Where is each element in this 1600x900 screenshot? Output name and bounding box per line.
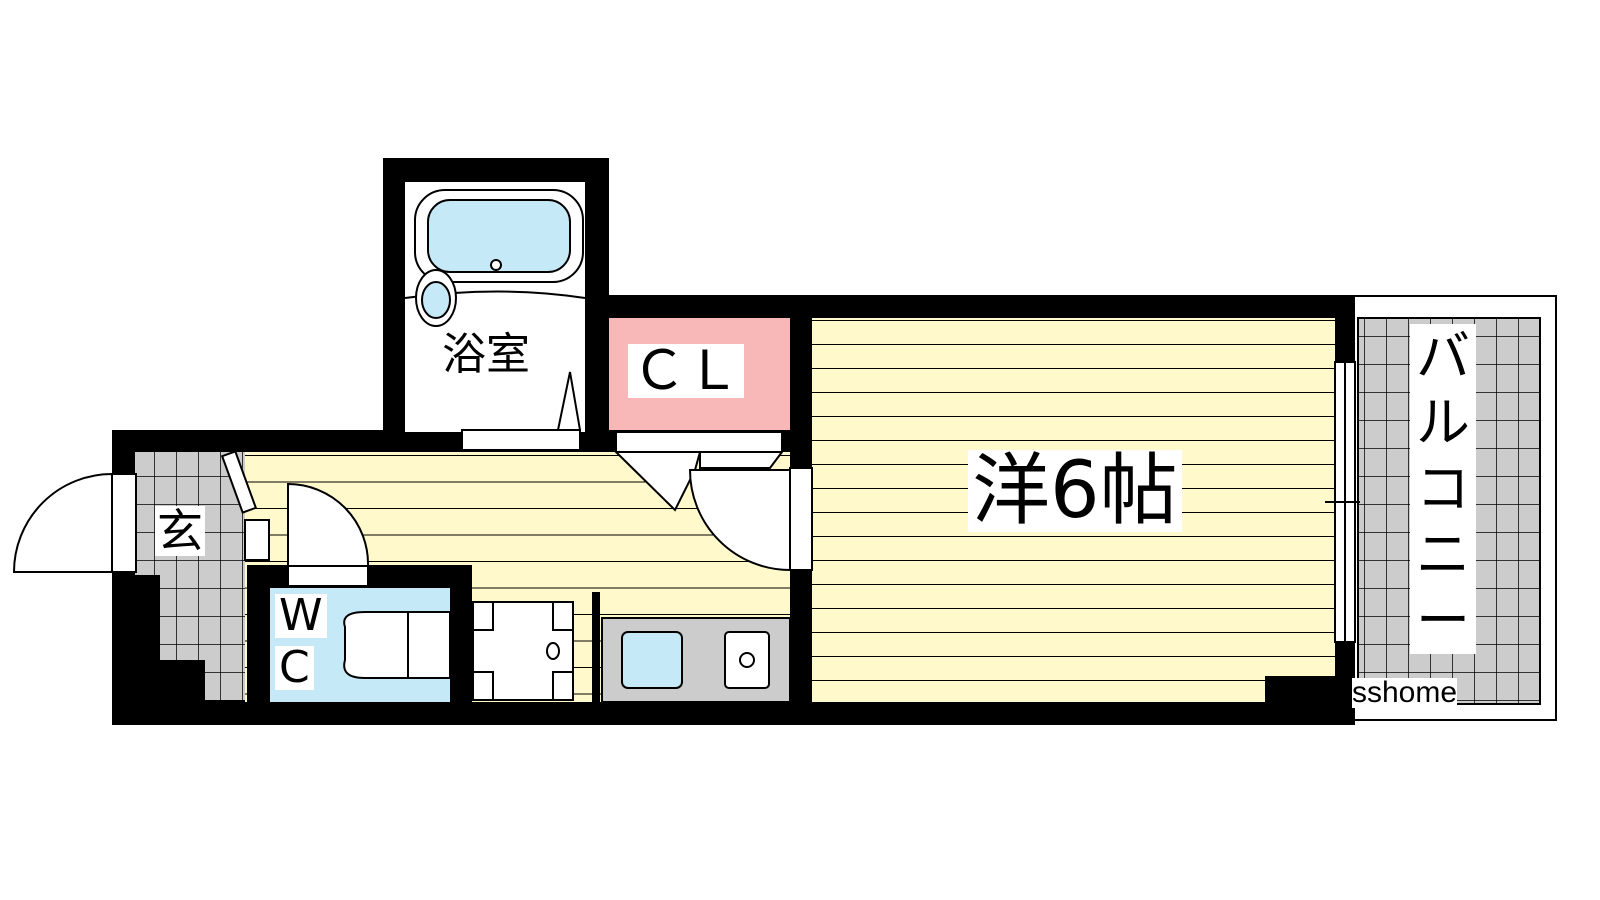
watermark: sshome [1352,676,1458,709]
balcony-char: バ [1416,325,1470,388]
bath-label: 浴室 [442,329,530,380]
room-door [688,467,813,572]
balcony-char: ル [1416,391,1470,454]
western-room-label: 洋6帖 [968,450,1182,532]
kitchen [601,617,791,703]
balcony-char: ー [1416,589,1470,652]
washbasin [472,592,600,702]
closet-label: ＣＬ [628,344,744,398]
balcony-label: バ ル コ ニ ー [1410,324,1476,654]
entrance-label: 玄 [155,504,205,558]
toilet-label-w: W [275,594,327,638]
toilet-room [250,482,472,725]
bathroom [404,182,586,451]
balcony-char: ニ [1416,523,1470,586]
balcony-char: コ [1416,457,1470,520]
toilet-label-c: C [275,646,314,690]
